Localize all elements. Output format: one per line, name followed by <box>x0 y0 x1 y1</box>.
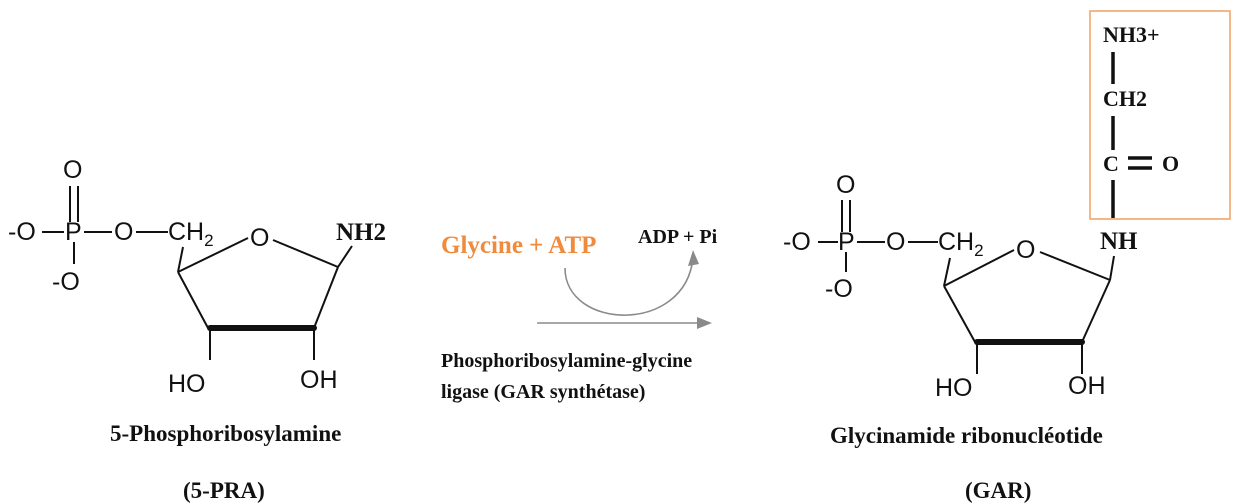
right-ch2-to-ring <box>943 257 951 287</box>
box-ch2: CH2 <box>1103 86 1147 111</box>
right-nh: NH <box>1100 228 1138 255</box>
box-c: C <box>1103 151 1119 176</box>
right-phosphorus: P <box>838 228 855 256</box>
left-ring-o-c1 <box>272 239 339 268</box>
straight-arrowhead <box>697 317 712 329</box>
left-phosphate-o-top: O <box>63 156 82 184</box>
right-molecule-name: Glycinamide ribonucléotide <box>830 423 1103 448</box>
right-ring-o-c1 <box>1039 251 1111 281</box>
right-ring-c4-c3 <box>943 285 976 343</box>
left-ho: HO <box>168 370 206 398</box>
left-amine: NH2 <box>336 219 386 246</box>
right-bridge-o: O <box>886 228 905 256</box>
right-o-minus-bottom: -O <box>825 275 853 303</box>
left-o-minus-left: -O <box>8 218 36 246</box>
left-o-minus-bottom: -O <box>52 268 80 296</box>
right-ch: CH2 <box>938 228 984 260</box>
left-oh: OH <box>300 366 338 394</box>
curved-arrow <box>564 257 694 316</box>
left-c1-nh2-bond <box>337 245 353 268</box>
right-ring-o: O <box>1016 236 1035 264</box>
box-o: O <box>1162 151 1179 176</box>
right-molecule-abbrev: (GAR) <box>965 478 1031 503</box>
left-molecule: O -O P -O O CH2 O NH2 HO OH 5-Phosphorib… <box>8 156 386 503</box>
reaction-arrows: Glycine + ATP ADP + Pi Phosphoribosylami… <box>441 226 718 403</box>
left-ring-c4-o <box>177 237 249 273</box>
left-phosphorus: P <box>65 218 82 246</box>
left-ring-o: O <box>250 224 269 252</box>
left-ring-c1-c2 <box>313 266 339 329</box>
enzyme-line-1: Phosphoribosylamine-glycine <box>441 350 692 372</box>
right-ho: HO <box>935 374 973 402</box>
box-nh3: NH3+ <box>1103 22 1160 47</box>
enzyme-line-2: ligase (GAR synthétase) <box>441 381 645 403</box>
left-ring-c4-c3 <box>177 271 209 329</box>
right-o-minus-left: -O <box>783 228 811 256</box>
glycine-box <box>1089 10 1231 220</box>
left-bridge-o: O <box>114 218 133 246</box>
right-molecule: O -O P -O O CH2 O NH HO OH Glycinamide r… <box>783 10 1231 503</box>
right-oh: OH <box>1068 372 1106 400</box>
reagents-label: Glycine + ATP <box>441 232 596 259</box>
left-molecule-abbrev: (5-PRA) <box>183 478 265 503</box>
left-ch: CH2 <box>168 218 214 250</box>
curved-arrowhead <box>688 250 699 266</box>
left-ch2-to-ring <box>177 246 184 273</box>
products-label: ADP + Pi <box>638 226 718 248</box>
right-c1-nh-bond <box>1109 255 1115 281</box>
right-ring-c4-o <box>943 249 1015 287</box>
right-phosphate-o-top: O <box>836 171 855 199</box>
left-molecule-name: 5-Phosphoribosylamine <box>110 421 341 446</box>
right-ring-c1-c2 <box>1081 279 1111 343</box>
